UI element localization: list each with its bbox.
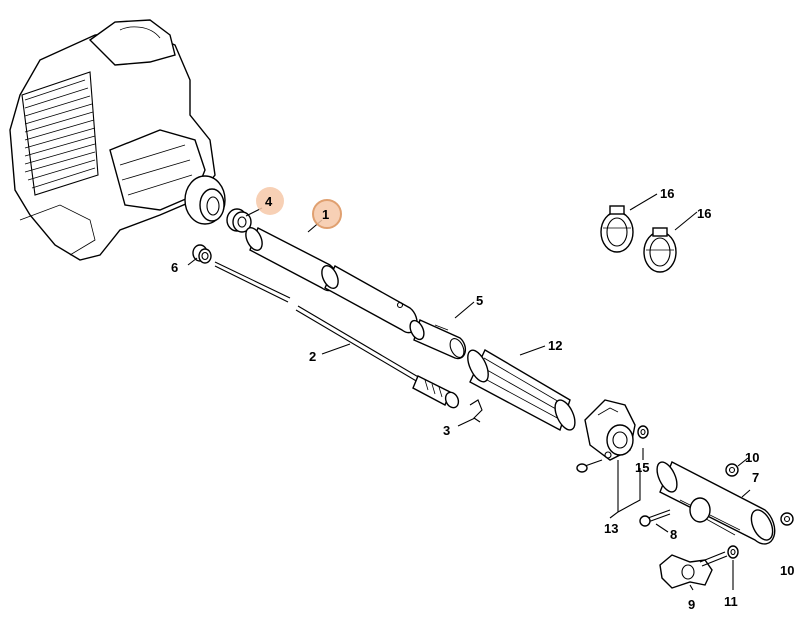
part-2-drive-shaft[interactable]	[214, 261, 461, 410]
label-part-10a[interactable]: 10	[745, 450, 759, 465]
part-1-tube[interactable]	[243, 225, 339, 292]
cooling-fins	[21, 71, 99, 196]
part-8-screw[interactable]	[639, 509, 671, 527]
label-part-9[interactable]: 9	[688, 597, 695, 612]
label-part-4[interactable]: 4	[265, 194, 273, 209]
highlight-ring-1	[313, 200, 341, 228]
leader-lines	[187, 193, 751, 591]
part-3-clip[interactable]	[469, 399, 483, 423]
part-labels: 1 4 6 2 3 5 12 16 16 15 13 10 7 8 9 11 1…	[171, 186, 794, 612]
label-part-16a[interactable]: 16	[660, 186, 674, 201]
label-part-11[interactable]: 11	[724, 594, 738, 609]
highlight-ring-1-outline	[312, 199, 342, 229]
part-12-spline-sleeve[interactable]	[464, 347, 579, 433]
tube-segment[interactable]	[319, 263, 418, 334]
label-part-2[interactable]: 2	[309, 349, 316, 364]
engine-unit	[9, 19, 226, 261]
part-16-clamp-b[interactable]	[643, 227, 677, 273]
label-part-13[interactable]: 13	[604, 521, 618, 536]
label-part-1[interactable]: 1	[322, 207, 329, 222]
label-part-15[interactable]: 15	[635, 460, 649, 475]
label-part-6[interactable]: 6	[171, 260, 178, 275]
part-10-nut-a[interactable]	[725, 463, 739, 477]
part-10-nut-b[interactable]	[780, 512, 794, 526]
part-11-bolt[interactable]	[699, 545, 739, 567]
part-4-bushing[interactable]	[226, 208, 252, 233]
label-part-8[interactable]: 8	[670, 527, 677, 542]
part-6-bushing[interactable]	[192, 244, 212, 264]
label-part-16b[interactable]: 16	[697, 206, 711, 221]
part-9-wing-knob[interactable]	[659, 554, 713, 589]
label-part-3[interactable]: 3	[443, 423, 450, 438]
part-13-bracket[interactable]	[576, 399, 636, 473]
part-7-handle[interactable]	[653, 459, 777, 545]
highlight-ring-4	[256, 187, 284, 215]
label-part-5[interactable]: 5	[476, 293, 483, 308]
label-part-12[interactable]: 12	[548, 338, 562, 353]
part-16-clamp-a[interactable]	[600, 205, 634, 253]
label-part-7[interactable]: 7	[752, 470, 759, 485]
part-5-sleeve[interactable]	[407, 318, 467, 360]
part-15-nut[interactable]	[637, 425, 649, 439]
label-part-10b[interactable]: 10	[780, 563, 794, 578]
